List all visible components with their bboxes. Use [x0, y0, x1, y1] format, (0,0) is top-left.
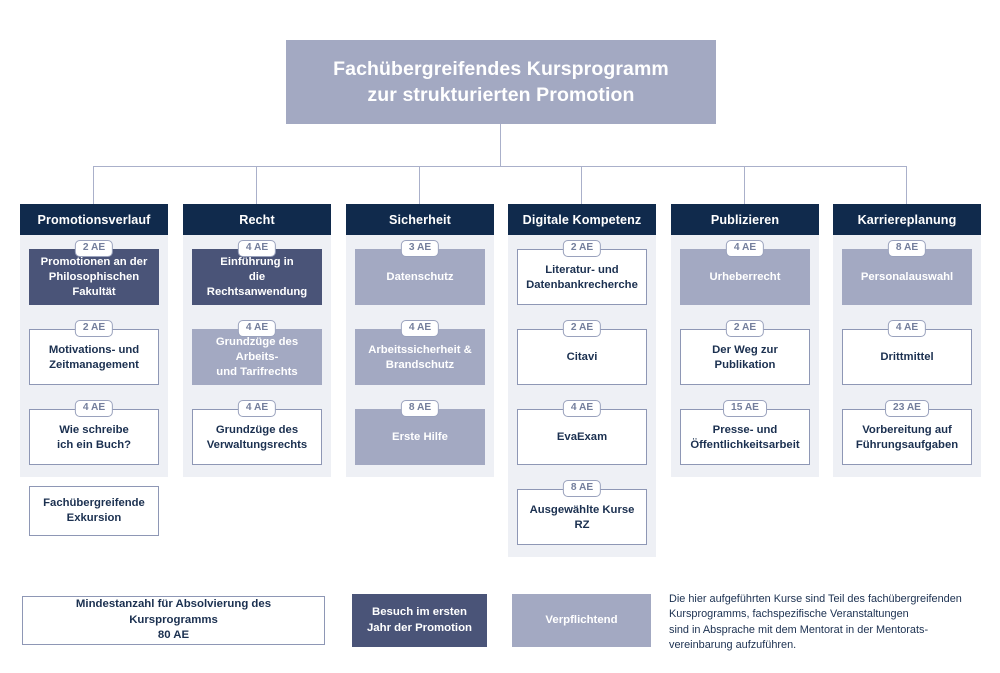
course-label: Promotionen an der Philosophischen Fakul… [40, 256, 148, 298]
column-karriereplanung: Karriereplanung 8 AE Personalauswahl 4 A… [833, 204, 981, 477]
ae-badge: 4 AE [237, 320, 277, 338]
column-header-sicherheit[interactable]: Sicherheit [346, 204, 494, 235]
legend-minimum-label: Mindestanzahl für Absolvierung des Kursp… [75, 598, 272, 642]
course-label: Drittmittel [880, 351, 934, 364]
connector-drop-6 [906, 166, 907, 204]
connector-drop-2 [256, 166, 257, 204]
course-card[interactable]: 4 AE Arbeitssicherheit & Brandschutz [355, 320, 485, 385]
ae-badge: 4 AE [237, 240, 277, 258]
course-card[interactable]: 2 AE Promotionen an der Philosophischen … [29, 240, 159, 305]
connector-drop-5 [744, 166, 745, 204]
column-panel-publizieren: 4 AE Urheberrecht 2 AE Der Weg zur Publi… [671, 235, 819, 477]
column-panel-digitale-kompetenz: 2 AE Literatur- und Datenbankrecherche 2… [508, 235, 656, 557]
course-label: Ausgewählte Kurse RZ [529, 503, 635, 531]
ae-badge: 4 AE [562, 400, 602, 418]
course-label: Personalauswahl [860, 271, 954, 284]
course-card[interactable]: 23 AE Vorbereitung auf Führungsaufgaben [842, 400, 972, 465]
course-card[interactable]: 2 AE Citavi [517, 320, 647, 385]
course-label: Motivations- und Zeitmanagement [48, 343, 140, 371]
connector-drop-4 [581, 166, 582, 204]
column-digitale-kompetenz: Digitale Kompetenz 2 AE Literatur- und D… [508, 204, 656, 557]
ae-badge: 23 AE [885, 400, 929, 418]
program-title-box: Fachübergreifendes Kursprogramm zur stru… [286, 40, 716, 124]
course-card[interactable]: 4 AE Drittmittel [842, 320, 972, 385]
footnote-text: Die hier aufgeführten Kurse sind Teil de… [669, 593, 962, 652]
ae-badge: 3 AE [400, 240, 440, 258]
course-card[interactable]: 4 AE Grundzüge des Verwaltungsrechts [192, 400, 322, 465]
course-label: Einführung in die Rechtsanwendung [206, 256, 308, 298]
column-publizieren: Publizieren 4 AE Urheberrecht 2 AE Der W… [671, 204, 819, 477]
course-label: Citavi [566, 351, 598, 364]
course-card[interactable]: 8 AE Personalauswahl [842, 240, 972, 305]
course-card[interactable]: 4 AE Urheberrecht [680, 240, 810, 305]
legend-first-year: Besuch im ersten Jahr der Promotion [352, 594, 487, 647]
course-card[interactable]: 15 AE Presse- und Öffentlichkeitsarbeit [680, 400, 810, 465]
column-panel-promotionsverlauf: 2 AE Promotionen an der Philosophischen … [20, 235, 168, 477]
column-panel-recht: 4 AE Einführung in die Rechtsanwendung 4… [183, 235, 331, 477]
course-card[interactable]: 2 AE Literatur- und Datenbankrecherche [517, 240, 647, 305]
ae-badge: 4 AE [400, 320, 440, 338]
course-card[interactable]: 2 AE Der Weg zur Publikation [680, 320, 810, 385]
course-card[interactable]: 4 AE Wie schreibe ich ein Buch? [29, 400, 159, 465]
ae-badge: 2 AE [74, 240, 114, 258]
course-label: Grundzüge des Verwaltungsrechts [206, 423, 308, 451]
course-label: Erste Hilfe [392, 431, 448, 444]
column-header-karriereplanung[interactable]: Karriereplanung [833, 204, 981, 235]
column-header-promotionsverlauf[interactable]: Promotionsverlauf [20, 204, 168, 235]
connector-drop-1 [93, 166, 94, 204]
course-card[interactable]: 8 AE Ausgewählte Kurse RZ [517, 480, 647, 545]
ae-badge: 2 AE [562, 320, 602, 338]
course-card[interactable]: 4 AE EvaExam [517, 400, 647, 465]
connector-drop-3 [419, 166, 420, 204]
ae-badge: 4 AE [237, 400, 277, 418]
course-card[interactable]: 3 AE Datenschutz [355, 240, 485, 305]
column-recht: Recht 4 AE Einführung in die Rechtsanwen… [183, 204, 331, 477]
column-header-digitale-kompetenz[interactable]: Digitale Kompetenz [508, 204, 656, 235]
column-promotionsverlauf: Promotionsverlauf 2 AE Promotionen an de… [20, 204, 168, 477]
column-panel-sicherheit: 3 AE Datenschutz 4 AE Arbeitssicherheit … [346, 235, 494, 477]
ae-badge: 2 AE [74, 320, 114, 338]
course-label: Der Weg zur Publikation [712, 343, 778, 371]
course-card[interactable]: 4 AE Grundzüge des Arbeits- und Tarifrec… [192, 320, 322, 385]
connector-stem [500, 124, 501, 166]
ae-badge: 15 AE [723, 400, 767, 418]
column-panel-karriereplanung: 8 AE Personalauswahl 4 AE Drittmittel 23… [833, 235, 981, 477]
course-label: Wie schreibe ich ein Buch? [56, 423, 132, 451]
column-header-recht[interactable]: Recht [183, 204, 331, 235]
course-label: Literatur- und Datenbankrecherche [526, 263, 638, 291]
legend-mandatory: Verpflichtend [512, 594, 651, 647]
course-card[interactable]: 2 AE Motivations- und Zeitmanagement [29, 320, 159, 385]
course-label: Vorbereitung auf Führungsaufgaben [855, 423, 959, 451]
legend-mandatory-label: Verpflichtend [545, 613, 618, 626]
ae-badge: 4 AE [887, 320, 927, 338]
ae-badge: 8 AE [887, 240, 927, 258]
page-title: Fachübergreifendes Kursprogramm zur stru… [333, 57, 669, 106]
course-card[interactable]: 4 AE Einführung in die Rechtsanwendung [192, 240, 322, 305]
ae-badge: 2 AE [562, 240, 602, 258]
course-card[interactable]: 8 AE Erste Hilfe [355, 400, 485, 465]
ae-badge: 8 AE [562, 480, 602, 498]
course-label: Presse- und Öffentlichkeitsarbeit [690, 423, 800, 451]
course-label: Urheberrecht [709, 271, 781, 284]
column-header-publizieren[interactable]: Publizieren [671, 204, 819, 235]
ae-badge: 4 AE [725, 240, 765, 258]
course-card-exkursion[interactable]: Fachübergreifende Exkursion [29, 486, 159, 536]
legend-first-year-label: Besuch im ersten Jahr der Promotion [366, 606, 473, 634]
course-label: Datenschutz [386, 271, 454, 284]
course-label: Arbeitssicherheit & Brandschutz [368, 343, 472, 371]
column-sicherheit: Sicherheit 3 AE Datenschutz 4 AE Arbeits… [346, 204, 494, 477]
ae-badge: 4 AE [74, 400, 114, 418]
course-label: Grundzüge des Arbeits- und Tarifrechts [215, 336, 299, 378]
legend-minimum-ae: Mindestanzahl für Absolvierung des Kursp… [22, 596, 325, 645]
ae-badge: 2 AE [725, 320, 765, 338]
course-label: EvaExam [556, 431, 608, 444]
course-label: Fachübergreifende Exkursion [43, 497, 145, 524]
connector-bus [93, 166, 907, 167]
ae-badge: 8 AE [400, 400, 440, 418]
